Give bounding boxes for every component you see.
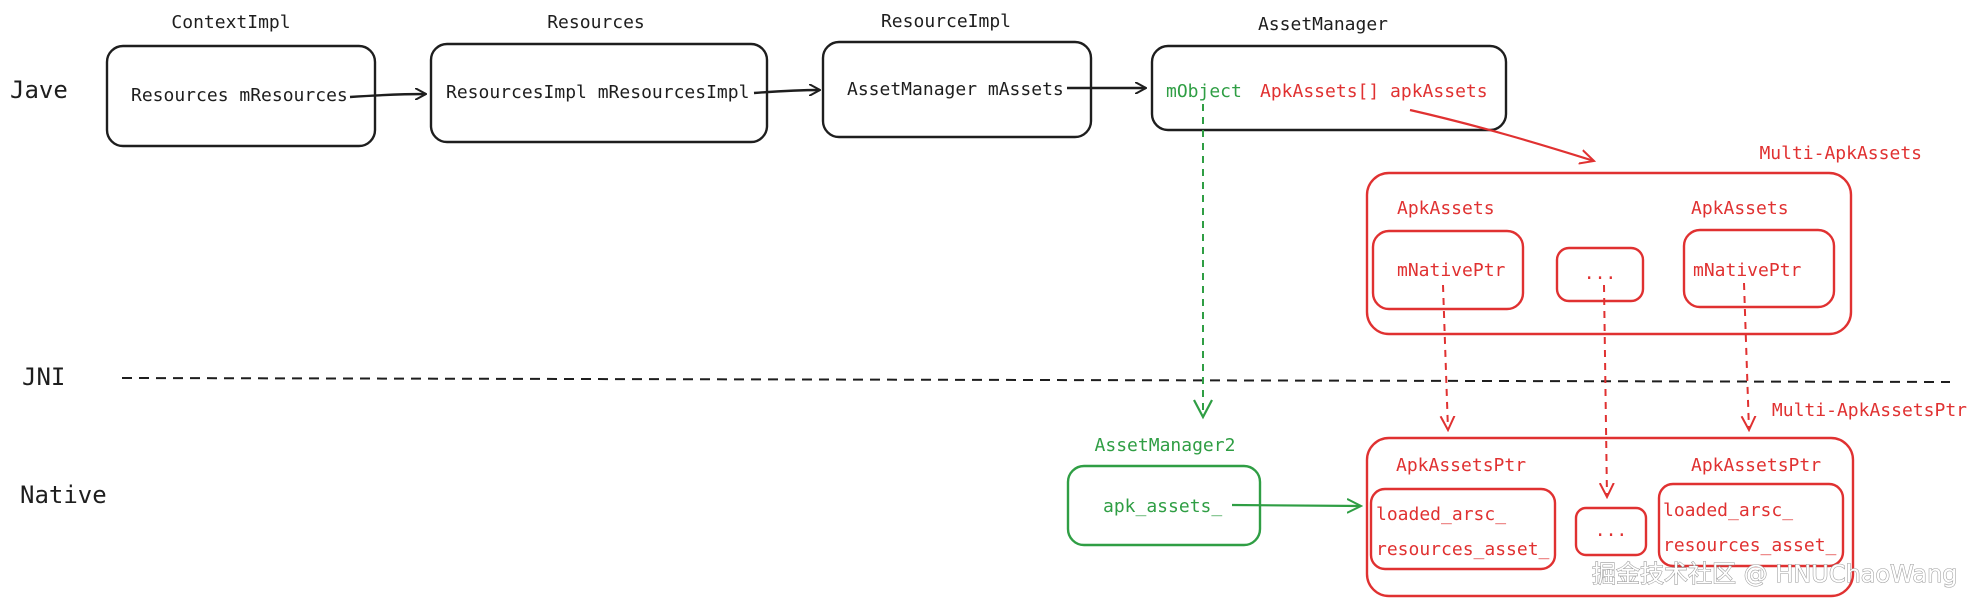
- java-layer-label: Jave: [10, 76, 68, 104]
- arrow-resources-to-resourceimpl: [753, 90, 820, 93]
- multi-apk-assets-ptr-label: Multi-ApkAssetsPtr: [1772, 400, 1967, 421]
- layer-labels: Jave JNI Native: [10, 76, 107, 509]
- apk-assets-right-title: ApkAssets: [1691, 198, 1789, 219]
- asset-manager2-field: apk_assets_: [1103, 496, 1222, 517]
- apk-assets-ptr-middle-ellipsis: ...: [1595, 520, 1628, 541]
- asset-manager-box: [1150, 44, 1508, 132]
- context-impl-field: Resources mResources: [131, 85, 348, 106]
- multi-apk-assets-ptr-group: Multi-ApkAssetsPtr ApkAssetsPtr loaded_a…: [1365, 400, 1967, 598]
- resource-impl-field: AssetManager mAssets: [847, 79, 1064, 100]
- dashed-arrow-right-nativeptr: [1744, 282, 1749, 430]
- arrow-apkassets-to-multiptr: [1231, 505, 1361, 506]
- multi-apk-assets-group: Multi-ApkAssets ApkAssets mNativePtr ...…: [1365, 143, 1922, 336]
- arrow-apkassets-to-multi: [1409, 108, 1594, 161]
- context-impl-node: ContextImpl Resources mResources: [105, 12, 377, 148]
- multi-apk-assets-box: [1365, 171, 1853, 336]
- jni-layer-label: JNI: [22, 363, 65, 391]
- arrow-context-to-resources: [349, 94, 426, 97]
- asset-manager-title: AssetManager: [1258, 14, 1388, 35]
- apk-assets-middle-ellipsis: ...: [1584, 263, 1617, 284]
- apk-assets-ptr-right-box: [1657, 482, 1845, 568]
- context-impl-title: ContextImpl: [171, 12, 290, 33]
- apk-assets-ptr-left-box: [1369, 487, 1557, 571]
- apk-assets-middle-box: [1555, 246, 1645, 303]
- apk-assets-ptr-middle-box: [1574, 506, 1648, 557]
- asset-manager-apkassets-field: ApkAssets[] apkAssets: [1260, 81, 1488, 102]
- jni-boundary-line: [121, 377, 1951, 383]
- apk-assets-ptr-right-field2: resources_asset_: [1663, 535, 1837, 556]
- dashed-arrow-mobject-head: [1193, 399, 1213, 420]
- apk-assets-left-title: ApkAssets: [1397, 198, 1495, 219]
- apk-assets-ptr-right-title: ApkAssetsPtr: [1691, 455, 1821, 476]
- asset-manager2-node: AssetManager2 apk_assets_: [1066, 435, 1262, 547]
- apk-assets-ptr-left-field1: loaded_arsc_: [1376, 504, 1506, 525]
- resources-field: ResourcesImpl mResourcesImpl: [446, 82, 749, 103]
- apk-assets-ptr-right-field1: loaded_arsc_: [1663, 500, 1793, 521]
- dashed-arrow-middle-nativeptr: [1604, 284, 1607, 497]
- resources-node: Resources ResourcesImpl mResourcesImpl: [429, 12, 769, 144]
- asset-manager-mobject-field: mObject: [1166, 81, 1242, 102]
- apk-assets-right-box: [1682, 228, 1836, 309]
- asset-manager2-title: AssetManager2: [1095, 435, 1236, 456]
- multi-apk-assets-label: Multi-ApkAssets: [1759, 143, 1922, 164]
- native-layer-label: Native: [20, 481, 107, 509]
- dashed-arrow-left-nativeptr: [1443, 284, 1448, 430]
- apk-assets-left-box: [1371, 229, 1525, 311]
- multi-apk-assets-ptr-box: [1365, 436, 1855, 598]
- watermark: 掘金技术社区 @ HNUChaoWang: [1592, 560, 1958, 588]
- resource-impl-box: [821, 40, 1093, 139]
- apk-assets-ptr-left-field2: resources_asset_: [1376, 539, 1550, 560]
- resources-title: Resources: [547, 12, 645, 33]
- apk-assets-left-field: mNativePtr: [1397, 260, 1506, 281]
- apk-assets-right-field: mNativePtr: [1693, 260, 1802, 281]
- resource-impl-node: ResourceImpl AssetManager mAssets: [821, 11, 1093, 139]
- asset-manager-node: AssetManager mObject ApkAssets[] apkAsse…: [1150, 14, 1508, 132]
- resource-impl-title: ResourceImpl: [881, 11, 1011, 32]
- apk-assets-ptr-left-title: ApkAssetsPtr: [1396, 455, 1526, 476]
